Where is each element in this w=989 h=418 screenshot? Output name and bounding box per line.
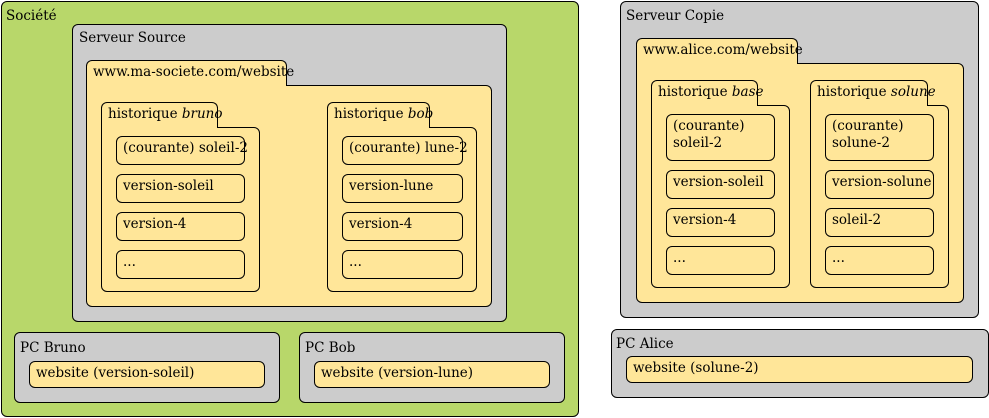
- website-copie-tab: www.alice.com/website: [636, 38, 803, 64]
- solune-item-current: (courante) solune-2: [825, 114, 934, 161]
- historique-base-tab: historique base: [651, 80, 764, 106]
- historique-solune-label-prefix: historique: [817, 84, 891, 100]
- base-item-3: version-4: [666, 208, 775, 237]
- base-item-2: version-soleil: [666, 170, 775, 199]
- solune-item-2: version-solune: [825, 170, 934, 199]
- bob-item-3: version-4: [342, 212, 463, 241]
- base-item-current-line1: (courante): [673, 118, 745, 134]
- solune-item-3: soleil-2: [825, 208, 934, 237]
- historique-bruno-label-name: bruno: [181, 106, 223, 122]
- bruno-item-3: version-4: [116, 212, 245, 241]
- bob-item-2: version-lune: [342, 174, 463, 203]
- historique-base-label-name: base: [731, 84, 764, 100]
- bob-item-1: (courante) lune-2: [342, 136, 468, 165]
- website-source-tab: www.ma-societe.com/website: [86, 60, 294, 86]
- pc-bob-title: PC Bob: [305, 340, 356, 356]
- historique-bob-label-name: bob: [407, 106, 434, 122]
- historique-solune-tab: historique solune: [810, 80, 936, 106]
- base-item-4: ...: [666, 246, 775, 275]
- pc-alice-website: website (solune-2): [626, 356, 973, 383]
- bruno-item-2: version-soleil: [116, 174, 245, 203]
- historique-bruno-label-prefix: historique: [108, 106, 182, 122]
- website-source-label: www.ma-societe.com/website: [93, 64, 295, 80]
- base-item-current: (courante) soleil-2: [666, 114, 775, 161]
- bruno-item-4: ...: [116, 250, 245, 279]
- historique-bob-label-prefix: historique: [334, 106, 408, 122]
- serveur-copie-title: Serveur Copie: [626, 8, 725, 24]
- pc-bruno-title: PC Bruno: [20, 340, 86, 356]
- historique-base-label-prefix: historique: [658, 84, 732, 100]
- societe-title: Société: [6, 8, 57, 24]
- bruno-item-1: (courante) soleil-2: [116, 136, 248, 165]
- base-item-current-line2: soleil-2: [673, 135, 723, 151]
- solune-item-current-line2: solune-2: [832, 135, 890, 151]
- pc-alice-title: PC Alice: [616, 336, 674, 352]
- serveur-source-title: Serveur Source: [79, 30, 186, 46]
- historique-solune-label-name: solune: [890, 84, 936, 100]
- solune-item-current-line1: (courante): [832, 118, 904, 134]
- website-copie-label: www.alice.com/website: [643, 42, 803, 58]
- historique-bruno-tab: historique bruno: [101, 102, 223, 128]
- pc-bruno-website: website (version-soleil): [29, 361, 265, 388]
- solune-item-4: ...: [825, 246, 934, 275]
- historique-bob-tab: historique bob: [327, 102, 434, 128]
- pc-bob-website: website (version-lune): [314, 361, 550, 388]
- bob-item-4: ...: [342, 250, 463, 279]
